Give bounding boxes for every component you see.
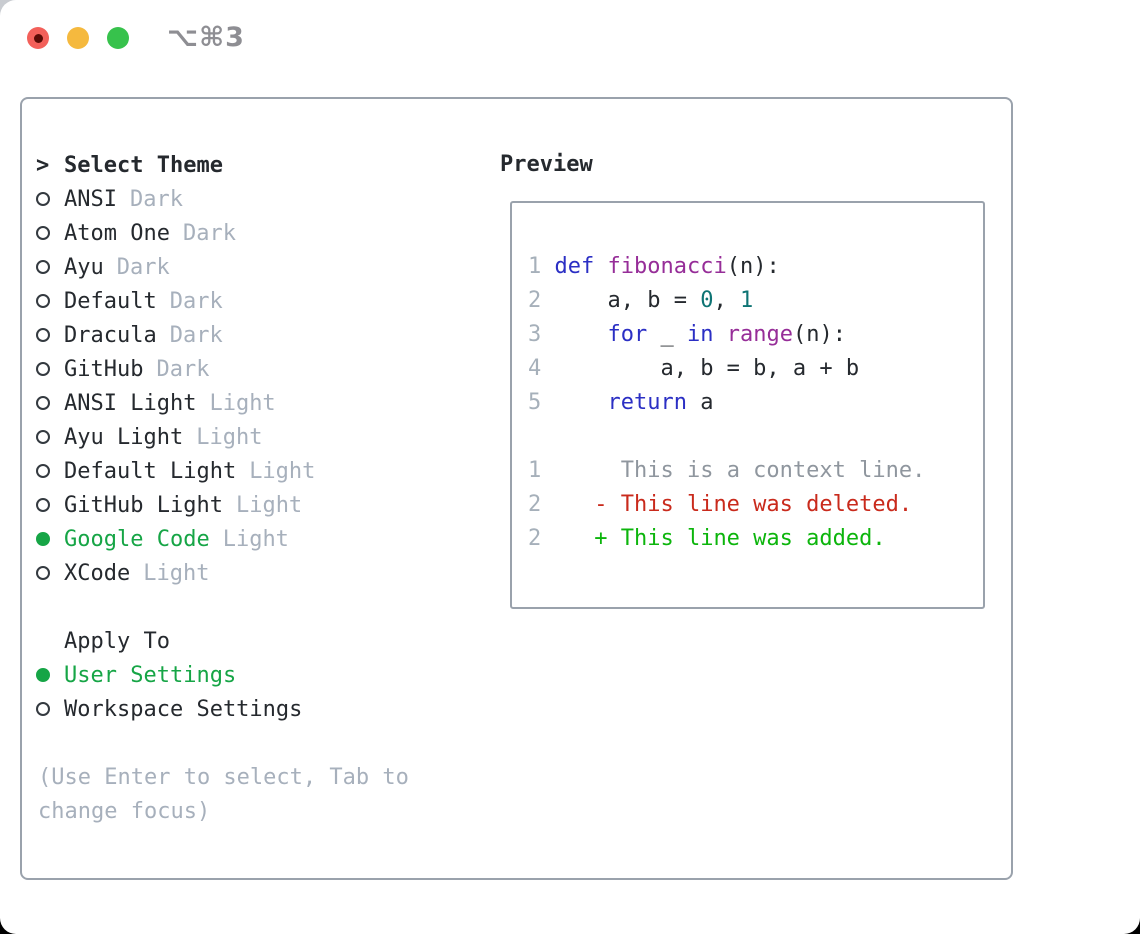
theme-option-google-code[interactable]: Google Code Light xyxy=(36,522,315,556)
option-label: GitHub xyxy=(64,356,144,382)
window-title-shortcut: ⌥⌘3 xyxy=(167,22,245,53)
radio-unselected-icon xyxy=(36,396,50,410)
zoom-button[interactable] xyxy=(107,27,129,49)
radio-selected-icon xyxy=(36,532,50,546)
option-variant-label: Dark xyxy=(129,186,183,212)
radio-unselected-icon xyxy=(36,328,50,342)
keyboard-hint: (Use Enter to select, Tab to change focus… xyxy=(38,760,409,828)
code-line: 3 for _ in range(n): xyxy=(528,322,846,347)
code-line xyxy=(528,420,983,454)
option-label: GitHub Light xyxy=(64,492,223,518)
theme-list-title-row: > Select Theme xyxy=(36,148,315,182)
theme-option-atom-one[interactable]: Atom One Dark xyxy=(36,216,315,250)
radio-unselected-icon xyxy=(36,294,50,308)
option-label: Ayu xyxy=(64,254,104,280)
option-label: ANSI xyxy=(64,186,117,212)
main-panel-border xyxy=(20,97,1013,880)
apply-option-workspace-settings[interactable]: Workspace Settings xyxy=(36,692,302,726)
screen-corner-bottom-left xyxy=(0,918,16,934)
option-variant-label: Dark xyxy=(182,220,236,246)
option-variant-label: Dark xyxy=(116,254,170,280)
apply-option-user-settings[interactable]: User Settings xyxy=(36,658,302,692)
screen-corner-top-left xyxy=(0,0,16,16)
theme-option-xcode[interactable]: XCode Light xyxy=(36,556,315,590)
apply-to-title-row: Apply To xyxy=(36,624,302,658)
theme-list-title: Select Theme xyxy=(64,152,223,178)
hint-line: (Use Enter to select, Tab to xyxy=(38,764,409,790)
option-label: Workspace Settings xyxy=(64,696,303,722)
apply-to-title: Apply To xyxy=(64,628,170,654)
theme-option-default[interactable]: Default Dark xyxy=(36,284,315,318)
theme-option-ansi[interactable]: ANSI Dark xyxy=(36,182,315,216)
option-label: ANSI Light xyxy=(64,390,197,416)
theme-option-github[interactable]: GitHub Dark xyxy=(36,352,315,386)
radio-unselected-icon xyxy=(36,464,50,478)
option-variant-label: Light xyxy=(235,492,303,518)
code-line: 2 - This line was deleted. xyxy=(528,492,913,517)
option-variant-label: Light xyxy=(222,526,289,552)
radio-unselected-icon xyxy=(36,362,50,376)
code-line: 1 This is a context line. xyxy=(528,458,926,483)
code-line: 1 def fibonacci(n): xyxy=(528,254,780,279)
preview-title: Preview xyxy=(500,152,593,177)
option-label: Default xyxy=(64,288,157,314)
code-line: 4 a, b = b, a + b xyxy=(528,356,860,381)
radio-unselected-icon xyxy=(36,226,50,240)
screen-corner-bottom-right xyxy=(1124,918,1140,934)
theme-option-ayu-light[interactable]: Ayu Light Light xyxy=(36,420,315,454)
option-variant-label: Dark xyxy=(156,356,210,382)
theme-option-ayu[interactable]: Ayu Dark xyxy=(36,250,315,284)
theme-option-ansi-light[interactable]: ANSI Light Light xyxy=(36,386,315,420)
theme-option-dracula[interactable]: Dracula Dark xyxy=(36,318,315,352)
close-button[interactable] xyxy=(27,27,49,49)
option-label: User Settings xyxy=(64,662,237,688)
code-line: 2 + This line was added. xyxy=(528,526,886,551)
radio-selected-icon xyxy=(36,668,50,682)
radio-unselected-icon xyxy=(36,192,50,206)
option-variant-label: Light xyxy=(143,560,210,586)
minimize-button[interactable] xyxy=(67,27,89,49)
option-variant-label: Light xyxy=(196,424,263,450)
option-label: Dracula xyxy=(64,322,157,348)
option-label: Atom One xyxy=(64,220,170,246)
hint-line: change focus) xyxy=(38,798,211,824)
option-variant-label: Dark xyxy=(169,288,223,314)
code-line: 2 a, b = 0, 1 xyxy=(528,288,754,313)
option-variant-label: Dark xyxy=(169,322,223,348)
option-label: Google Code xyxy=(64,526,210,552)
theme-option-github-light[interactable]: GitHub Light Light xyxy=(36,488,315,522)
code-line: 5 return a xyxy=(528,390,714,415)
option-label: XCode xyxy=(64,560,131,586)
radio-unselected-icon xyxy=(36,260,50,274)
option-label: Ayu Light xyxy=(64,424,184,450)
focus-caret-icon: > xyxy=(36,152,50,178)
option-variant-label: Light xyxy=(209,390,276,416)
radio-unselected-icon xyxy=(36,498,50,512)
radio-unselected-icon xyxy=(36,566,50,580)
option-label: Default Light xyxy=(64,458,237,484)
radio-unselected-icon xyxy=(36,702,50,716)
preview-pane: 1 def fibonacci(n): 2 a, b = 0, 1 3 for _ … xyxy=(510,201,985,609)
radio-unselected-icon xyxy=(36,430,50,444)
option-variant-label: Light xyxy=(249,458,316,484)
theme-option-default-light[interactable]: Default Light Light xyxy=(36,454,315,488)
window-controls xyxy=(27,27,129,49)
